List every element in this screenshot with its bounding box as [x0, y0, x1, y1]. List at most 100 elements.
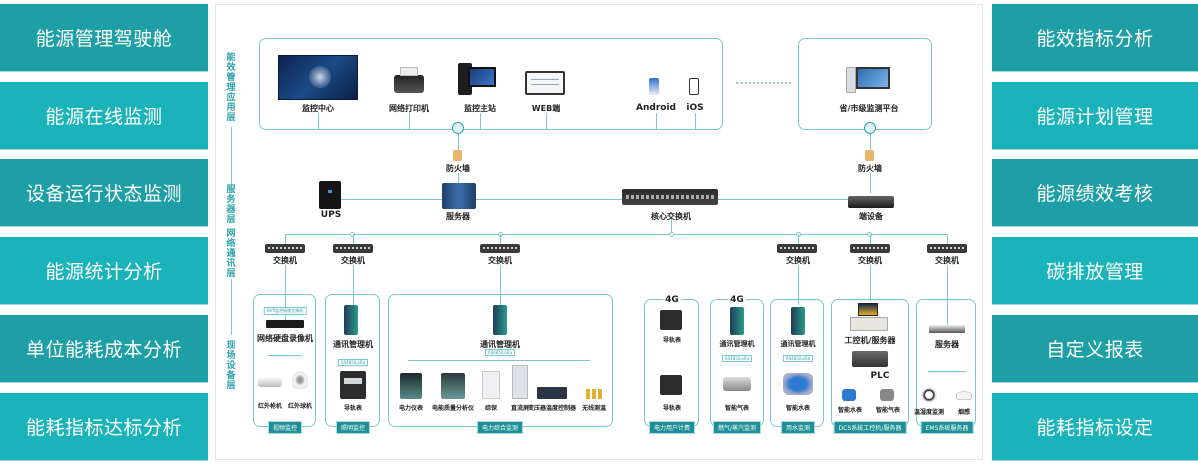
network-printer-icon — [394, 67, 424, 93]
transformer-temp-controller-icon — [537, 387, 567, 399]
comm-manager-icon — [493, 305, 507, 335]
menu-efficiency-index[interactable]: 能效指标分析 — [992, 4, 1198, 72]
menu-label: 单位能耗成本分析 — [25, 339, 182, 361]
connector — [695, 113, 696, 129]
label-comm-manager: 通讯管理机 — [480, 340, 520, 349]
web-monitor-icon — [525, 71, 565, 95]
wireless-temp-sensor-icon — [586, 389, 602, 399]
layer-connector — [231, 127, 232, 185]
menu-unit-cost-analysis[interactable]: 单位能耗成本分析 — [0, 315, 208, 383]
menu-index-compliance[interactable]: 能耗指标达标分析 — [0, 393, 208, 461]
connector — [268, 355, 302, 356]
menu-label: 自定义报表 — [1046, 339, 1144, 361]
globe-icon — [452, 122, 464, 134]
label-smoke-detector: 烟感 — [957, 409, 971, 416]
switch-icon — [265, 244, 305, 253]
connector — [656, 113, 657, 129]
connector — [798, 234, 799, 246]
label-infrared-dome: 红外球机 — [287, 403, 313, 410]
label-web: WEB端 — [531, 104, 561, 113]
connector — [458, 134, 459, 150]
layer-connector — [231, 279, 232, 335]
group-title-video: 视频监控 — [267, 421, 303, 434]
server-rack-icon — [442, 183, 476, 209]
proto-label: NVR监控网络交换机 — [263, 307, 307, 315]
connector — [318, 113, 319, 129]
remote-tower-icon — [846, 67, 856, 93]
android-phone-icon — [649, 78, 659, 95]
label-4g: 4G — [663, 295, 681, 305]
label-switch: 交换机 — [858, 256, 882, 265]
comm-manager-icon — [730, 307, 744, 335]
connector — [500, 234, 501, 246]
label-firewall-right: 防火墙 — [858, 164, 882, 173]
label-firewall-left: 防火墙 — [446, 164, 470, 173]
temp-humidity-sensor-icon — [921, 387, 937, 403]
label-switch: 交换机 — [273, 256, 297, 265]
connector — [353, 265, 354, 305]
connector — [500, 265, 501, 305]
label-rail-meter: 导轨表 — [662, 405, 682, 412]
firewall-icon — [865, 150, 874, 161]
dotted-link — [736, 82, 791, 84]
switch-icon — [480, 244, 520, 253]
label-gas-meter: 智能气表 — [875, 407, 901, 414]
label-rail-meter: 导轨表 — [343, 405, 363, 412]
bullet-camera-icon — [258, 377, 282, 387]
power-meter-icon — [400, 373, 422, 399]
label-network-printer: 网络打印机 — [389, 104, 429, 113]
label-relay-protection: 综保 — [484, 405, 498, 412]
menu-label: 能耗指标达标分析 — [25, 417, 182, 439]
rail-meter-icon — [340, 371, 366, 399]
connector — [480, 113, 481, 129]
comm-manager-icon — [791, 307, 805, 335]
menu-label: 能源管理驾驶舱 — [35, 28, 173, 50]
menu-label: 能效指标分析 — [1036, 28, 1154, 50]
monitor-center-screen-icon — [278, 55, 358, 100]
menu-custom-report[interactable]: 自定义报表 — [992, 315, 1198, 383]
group-title-water: 用水监测 — [780, 421, 816, 434]
label-ios: iOS — [686, 103, 704, 113]
label-ups: UPS — [320, 210, 342, 220]
dome-camera-icon — [292, 371, 308, 389]
proto-label: RS485/LoRa — [337, 359, 369, 366]
layer-label-network: 网络通讯层 — [226, 229, 236, 279]
workstation-monitor-icon — [468, 67, 496, 87]
menu-label: 设备运行状态监测 — [25, 183, 182, 205]
menu-equipment-status[interactable]: 设备运行状态监测 — [0, 159, 208, 227]
nvr-icon — [266, 320, 304, 328]
label-plc: PLC — [870, 371, 890, 381]
power-quality-analyzer-icon — [441, 373, 465, 399]
label-monitor-station: 监控主站 — [464, 104, 496, 113]
menu-energy-plan[interactable]: 能源计划管理 — [992, 82, 1198, 150]
ems-server-icon — [929, 325, 965, 333]
group-title-ems: EMS系统服务器 — [920, 421, 974, 434]
label-android: Android — [636, 103, 676, 113]
menu-index-setting[interactable]: 能耗指标设定 — [992, 393, 1198, 461]
label-comm-manager: 通讯管理机 — [780, 340, 816, 348]
menu-performance-review[interactable]: 能源绩效考核 — [992, 159, 1198, 227]
label-comm-manager: 通讯管理机 — [333, 340, 373, 349]
group-title-gas: 燃气/蒸汽监测 — [712, 421, 762, 434]
label-transformer-temp: 变压器温度控制器 — [527, 405, 577, 412]
menu-energy-statistics[interactable]: 能源统计分析 — [0, 237, 208, 305]
menu-carbon-emission[interactable]: 碳排放管理 — [992, 237, 1198, 305]
label-ipc-server: 工控机/服务器 — [844, 336, 896, 345]
switch-icon — [333, 244, 373, 253]
label-switch: 交换机 — [935, 256, 959, 265]
label-power-quality: 电能质量分析仪 — [431, 405, 475, 412]
switch-icon — [850, 244, 890, 253]
label-water-meter: 智能水表 — [785, 405, 811, 412]
core-switch-icon — [622, 189, 718, 205]
globe-icon — [864, 122, 876, 134]
server-bus — [334, 199, 854, 200]
label-infrared-bullet: 红外枪机 — [257, 403, 283, 410]
gas-meter-icon — [723, 377, 751, 391]
ipc-chassis-icon — [850, 317, 888, 331]
connector — [947, 234, 948, 246]
menu-energy-cockpit[interactable]: 能源管理驾驶舱 — [0, 4, 208, 72]
app-layer-box — [259, 38, 723, 130]
proto-label: RS485/LoRa — [782, 355, 814, 362]
layer-label-server: 服务器层 — [226, 185, 236, 225]
menu-energy-online-monitor[interactable]: 能源在线监测 — [0, 82, 208, 150]
